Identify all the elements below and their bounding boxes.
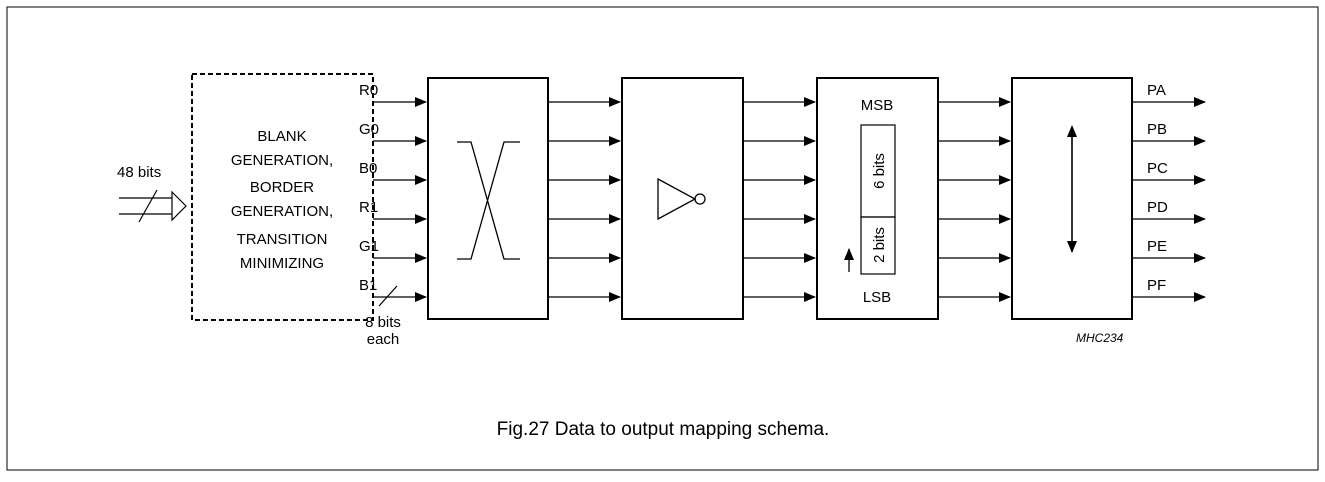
cross-symbol <box>457 141 520 260</box>
lower-bits-box <box>860 216 896 275</box>
channel-label-g0: G0 <box>359 121 379 138</box>
channel-width-line-1: 8 bits <box>365 314 401 331</box>
output-lines <box>1132 97 1206 302</box>
stage2-lines <box>743 97 816 302</box>
inverter-block <box>621 77 744 320</box>
channel-lines <box>373 97 427 302</box>
figure-caption: Fig.27 Data to output mapping schema. <box>497 419 830 440</box>
output-label-pc: PC <box>1147 160 1168 177</box>
generator-line-6: MINIMIZING <box>240 255 324 272</box>
output-label-pf: PF <box>1147 277 1166 294</box>
output-labels: PA PB PC PD PE PF <box>1147 82 1168 294</box>
figure-code: MHC234 <box>1076 331 1124 345</box>
bit-order-block <box>816 77 939 320</box>
input-bus <box>119 189 187 223</box>
output-label-pd: PD <box>1147 199 1168 216</box>
lsb-label: LSB <box>863 289 891 306</box>
input-bus-label: 48 bits <box>117 164 161 181</box>
channel-label-r0: R0 <box>359 82 378 99</box>
output-label-pe: PE <box>1147 238 1167 255</box>
channel-label-g1: G1 <box>359 238 379 255</box>
msb-label: MSB <box>861 97 894 114</box>
generator-line-2: GENERATION, <box>231 152 333 169</box>
output-label-pa: PA <box>1147 82 1166 99</box>
generator-line-4: GENERATION, <box>231 203 333 220</box>
channel-label-r1: R1 <box>359 199 378 216</box>
channel-label-b1: B1 <box>359 277 377 294</box>
lower-bits-label: 2 bits <box>871 227 888 263</box>
swap-block <box>427 77 549 320</box>
channel-label-b0: B0 <box>359 160 377 177</box>
generator-line-5: TRANSITION <box>237 231 328 248</box>
stage3-lines <box>938 97 1011 302</box>
bus-slash <box>138 189 158 223</box>
generator-block <box>191 73 374 321</box>
outer-frame <box>6 6 1319 471</box>
generator-line-1: BLANK <box>257 128 306 145</box>
channel-width-slash <box>378 285 398 307</box>
generator-block-text: BLANK GENERATION, BORDER GENERATION, TRA… <box>231 128 333 272</box>
stage1-lines <box>548 97 621 302</box>
channel-width-line-2: each <box>367 331 400 348</box>
mirror-block <box>1011 77 1133 320</box>
upper-bits-label: 6 bits <box>871 153 888 189</box>
output-label-pb: PB <box>1147 121 1167 138</box>
generator-line-3: BORDER <box>250 179 314 196</box>
inverter-icon <box>657 177 706 221</box>
channel-labels: R0 G0 B0 R1 G1 B1 <box>359 82 379 294</box>
